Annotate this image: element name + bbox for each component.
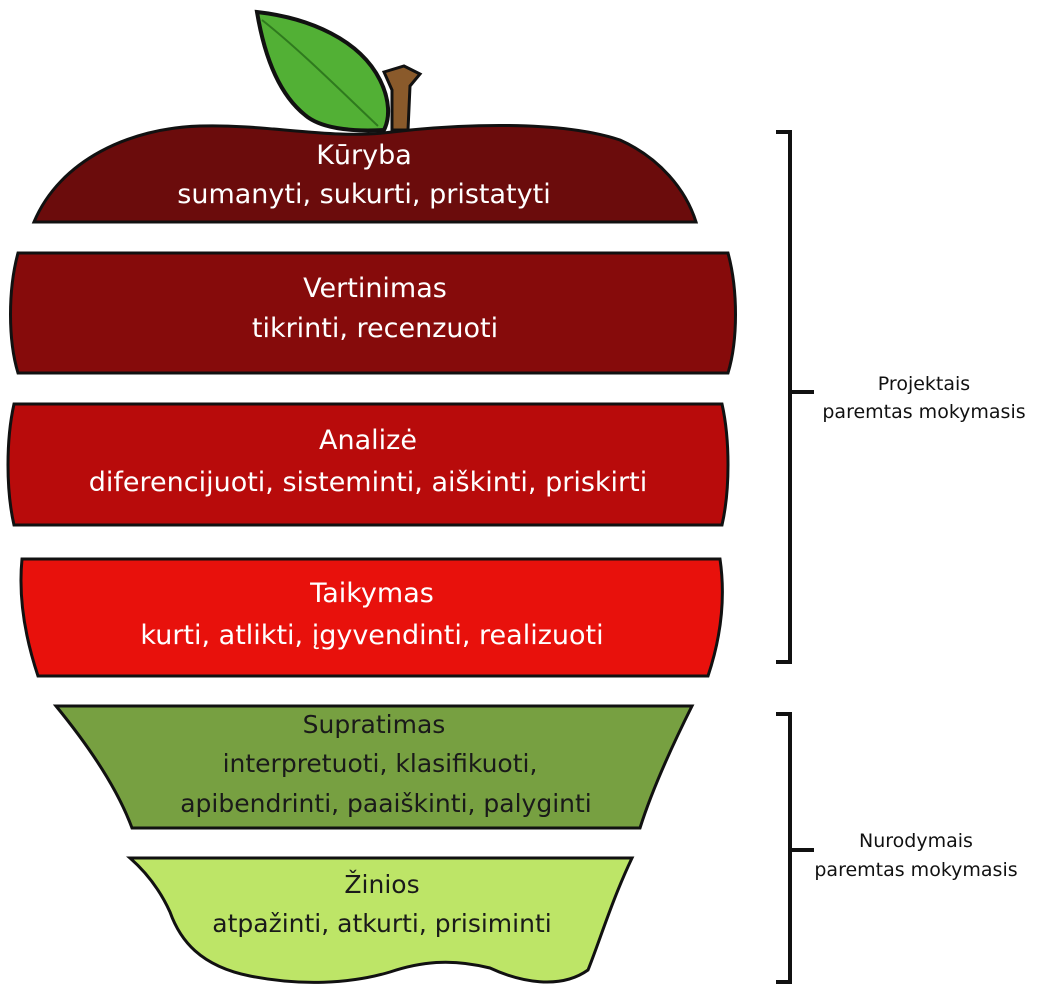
- bracket-label-projektais-1: Projektais: [878, 373, 970, 395]
- level-title-vertinimas: Vertinimas: [303, 273, 447, 304]
- level-verbs-taikymas: kurti, atlikti, įgyvendinti, realizuoti: [140, 620, 603, 651]
- level-band-analize: [6, 402, 730, 527]
- bracket-projektais: [776, 130, 814, 664]
- bracket-label-nurodymais-1: Nurodymais: [859, 830, 973, 852]
- leaf-icon: [254, 9, 391, 133]
- level-verbs-supratimas-2: apibendrinti, paaiškinti, palyginti: [180, 789, 592, 818]
- level-title-taikymas: Taikymas: [309, 578, 434, 609]
- level-title-zinios: Žinios: [344, 870, 419, 899]
- level-band-vertinimas: [9, 251, 737, 375]
- level-verbs-supratimas-1: interpretuoti, klasifikuoti,: [223, 749, 538, 778]
- level-verbs-analize: diferencijuoti, sisteminti, aiškinti, pr…: [89, 467, 647, 498]
- stem-icon: [381, 64, 423, 132]
- level-band-kuryba: [31, 123, 699, 224]
- bracket-nurodymais: [776, 712, 814, 984]
- level-title-supratimas: Supratimas: [303, 710, 446, 739]
- level-title-kuryba: Kūryba: [316, 140, 412, 171]
- level-title-analize: Analizė: [319, 425, 417, 456]
- level-verbs-zinios: atpažinti, atkurti, prisiminti: [212, 909, 551, 938]
- bracket-label-projektais-2: paremtas mokymasis: [822, 401, 1025, 423]
- leaf-vein: [261, 19, 379, 127]
- level-verbs-vertinimas: tikrinti, recenzuoti: [252, 313, 498, 344]
- bracket-label-nurodymais-2: paremtas mokymasis: [814, 859, 1017, 881]
- level-band-taikymas: [19, 557, 724, 678]
- level-band-supratimas: [52, 704, 695, 830]
- level-band-zinios: [126, 856, 635, 984]
- level-verbs-kuryba: sumanyti, sukurti, pristatyti: [177, 179, 550, 210]
